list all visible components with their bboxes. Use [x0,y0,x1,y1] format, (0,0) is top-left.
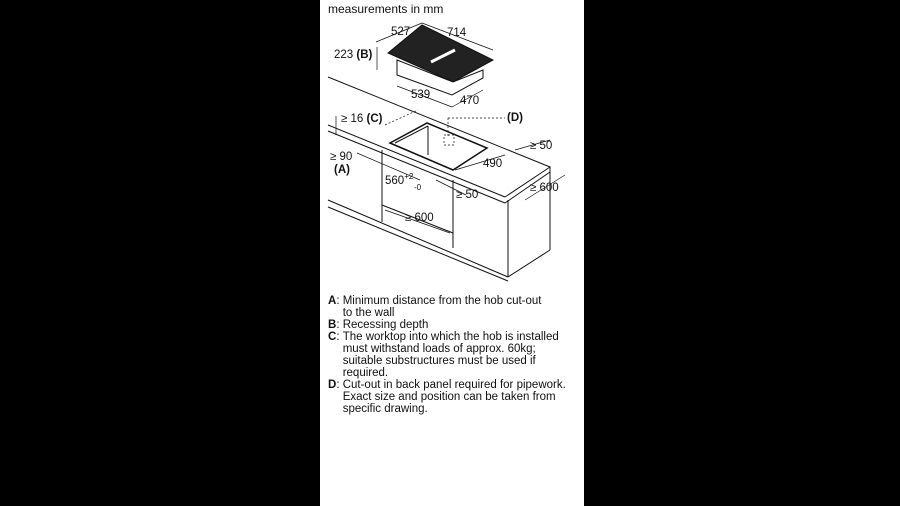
dim-hob-width: 714 [447,27,467,39]
legend-key: D [328,379,337,391]
legend-key: C [328,331,337,343]
dim-worktop-depth: ≥ 600 [530,182,559,194]
legend-item-d: D: Cut-out in back panel required for pi… [328,379,566,415]
thickness-key: (C) [366,113,383,125]
cutout-width-value: 560 [385,175,405,187]
dimension-lines [335,22,566,234]
dim-hob-depth: 527 [391,26,411,38]
legend-text: Minimum distance from the hob cut-out to… [342,295,542,319]
dim-front-margin: ≥ 50 [456,189,479,201]
legend-item-c: C: The worktop into which the hob is ins… [328,331,559,379]
cutout [388,122,489,171]
legend-text: The worktop into which the hob is instal… [342,331,559,379]
tol-minus: -0 [414,183,422,192]
dim-back-margin: ≥ 50 [530,140,553,152]
legend-key: A [328,295,337,307]
dim-wall-distance: ≥ 90 [330,151,353,163]
dim-cutout-width: 560+2-0 [385,173,421,192]
dim-body-width: 539 [411,89,431,101]
legend-key: B [328,319,337,331]
recess-key: (B) [356,49,373,61]
diagram-title: measurements in mm [328,2,444,16]
legend-item-a: A: Minimum distance from the hob cut-out… [328,295,542,319]
legend-text: Recessing depth [342,319,429,331]
dim-body-depth: 470 [460,95,480,107]
wall-key: (A) [334,164,350,176]
hob-top [387,24,495,83]
worktop [327,76,551,204]
dim-worktop-thickness: ≥ 16 (C) [341,113,383,126]
back-cutout-key: (D) [507,112,523,124]
dim-recess-depth: 223 (B) [334,49,373,62]
legend-item-b: B: Recessing depth [328,319,429,331]
legend-text: Cut-out in back panel required for pipew… [342,379,566,415]
dim-cabinet-width: ≥ 600 [405,212,434,224]
recess-value: 223 [334,49,354,61]
dim-cutout-depth: 490 [483,158,503,170]
legend: A: Minimum distance from the hob cut-out… [328,295,584,415]
cabinet [327,150,551,282]
tol-plus: +2 [404,172,414,181]
thickness-value: ≥ 16 [341,113,364,125]
hob-drawing [387,24,495,96]
